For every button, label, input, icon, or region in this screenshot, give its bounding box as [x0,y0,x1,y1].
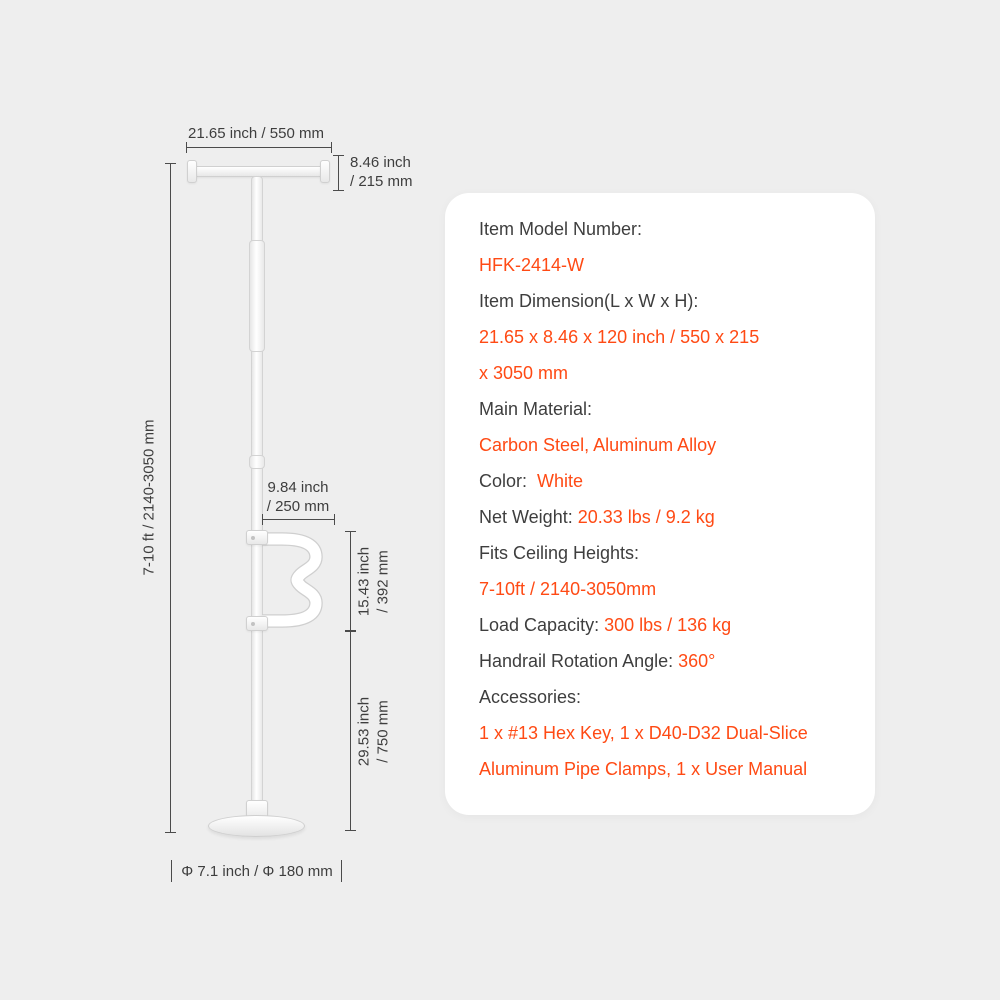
pole-collar [249,455,265,469]
spec-row-dimension-value-2: x 3050 mm [479,355,841,391]
spec-card: Item Model Number: HFK-2414-W Item Dimen… [445,193,875,815]
spec-value: HFK-2414-W [479,255,585,275]
spec-value: 1 x #13 Hex Key, 1 x D40-D32 Dual-Slice [479,723,808,743]
spec-value: 360° [678,651,716,671]
spec-row-ceiling-heights-value: 7-10ft / 2140-3050mm [479,571,841,607]
handrail [262,532,323,628]
dim-line-top-width [186,142,332,153]
spec-row-ceiling-heights-label: Fits Ceiling Heights: [479,535,841,571]
dim-line-handrail-span [345,531,356,631]
dim-label-handrail-offset-line2: / 250 mm [266,498,330,515]
dim-label-base-diameter: Φ 7.1 inch / Φ 180 mm [181,863,333,880]
spec-label: Accessories: [479,687,582,707]
spec-row-color: Color: White [479,463,841,499]
dim-label-lower-span-line2: / 750 mm [374,700,392,763]
spec-row-load-capacity: Load Capacity: 300 lbs / 136 kg [479,607,841,643]
spec-value: White [537,471,584,491]
spec-row-accessories-value-2: Aluminum Pipe Clamps, 1 x User Manual [479,751,841,787]
spec-label: Load Capacity: [479,615,605,635]
dim-label-handrail-span-line1: 15.43 inch [355,546,373,617]
spec-value: Aluminum Pipe Clamps, 1 x User Manual [479,759,808,779]
spec-row-rotation-angle: Handrail Rotation Angle: 360° [479,643,841,679]
spec-label: Net Weight: [479,507,578,527]
spec-row-dimension-label: Item Dimension(L x W x H): [479,283,841,319]
spec-label: Color: [479,471,538,491]
base-plate [208,815,305,837]
spec-row-accessories-label: Accessories: [479,679,841,715]
handrail-clamp-bottom [246,616,268,631]
dim-line-pole-height [165,163,176,833]
dim-line-top-depth [333,155,344,191]
spec-value: 20.33 lbs / 9.2 kg [577,507,715,527]
dim-label-lower-span-line1: 29.53 inch [355,696,373,767]
spec-row-net-weight: Net Weight: 20.33 lbs / 9.2 kg [479,499,841,535]
dim-tick-base-left [171,860,172,882]
spec-value: 300 lbs / 136 kg [604,615,732,635]
spec-label: Fits Ceiling Heights: [479,543,640,563]
spec-row-material-label: Main Material: [479,391,841,427]
spec-label: Item Dimension(L x W x H): [479,291,699,311]
clamp-screw-top [251,536,255,540]
dim-label-handrail-offset: 9.84 inch / 250 mm [253,478,343,516]
dim-label-top-width: 21.65 inch / 550 mm [188,125,324,142]
dim-line-handrail-offset [262,514,335,525]
spec-row-dimension-value-1: 21.65 x 8.46 x 120 inch / 550 x 215 [479,319,841,355]
ceiling-pad-right [320,160,330,183]
dim-label-top-depth: 8.46 inch / 215 mm [350,153,460,191]
dim-label-top-depth-line1: 8.46 inch [350,154,411,171]
spec-value: 7-10ft / 2140-3050mm [479,579,657,599]
clamp-screw-bottom [251,622,255,626]
spec-row-model-value: HFK-2414-W [479,247,841,283]
dim-label-top-depth-line2: / 215 mm [350,173,413,190]
dim-label-handrail-offset-line1: 9.84 inch [267,479,329,496]
spec-row-accessories-value-1: 1 x #13 Hex Key, 1 x D40-D32 Dual-Slice [479,715,841,751]
dim-label-pole-height: 7-10 ft / 2140-3050 mm [140,419,158,576]
spec-label: Handrail Rotation Angle: [479,651,679,671]
handrail-outline [262,532,323,628]
spec-value: Carbon Steel, Aluminum Alloy [479,435,717,455]
handrail-clamp-top [246,530,268,545]
spec-row-model-label: Item Model Number: [479,211,841,247]
spec-label: Main Material: [479,399,593,419]
ceiling-pad-left [187,160,197,183]
dim-tick-base-right [341,860,342,882]
spec-value: x 3050 mm [479,363,569,383]
dim-label-handrail-span-line2: / 392 mm [374,550,392,613]
spec-row-material-value: Carbon Steel, Aluminum Alloy [479,427,841,463]
spec-value: 21.65 x 8.46 x 120 inch / 550 x 215 [479,327,760,347]
spec-label: Item Model Number: [479,219,643,239]
pole-outer-sleeve [249,240,265,352]
dim-line-lower-span [345,631,356,831]
handrail-tube [262,533,322,627]
